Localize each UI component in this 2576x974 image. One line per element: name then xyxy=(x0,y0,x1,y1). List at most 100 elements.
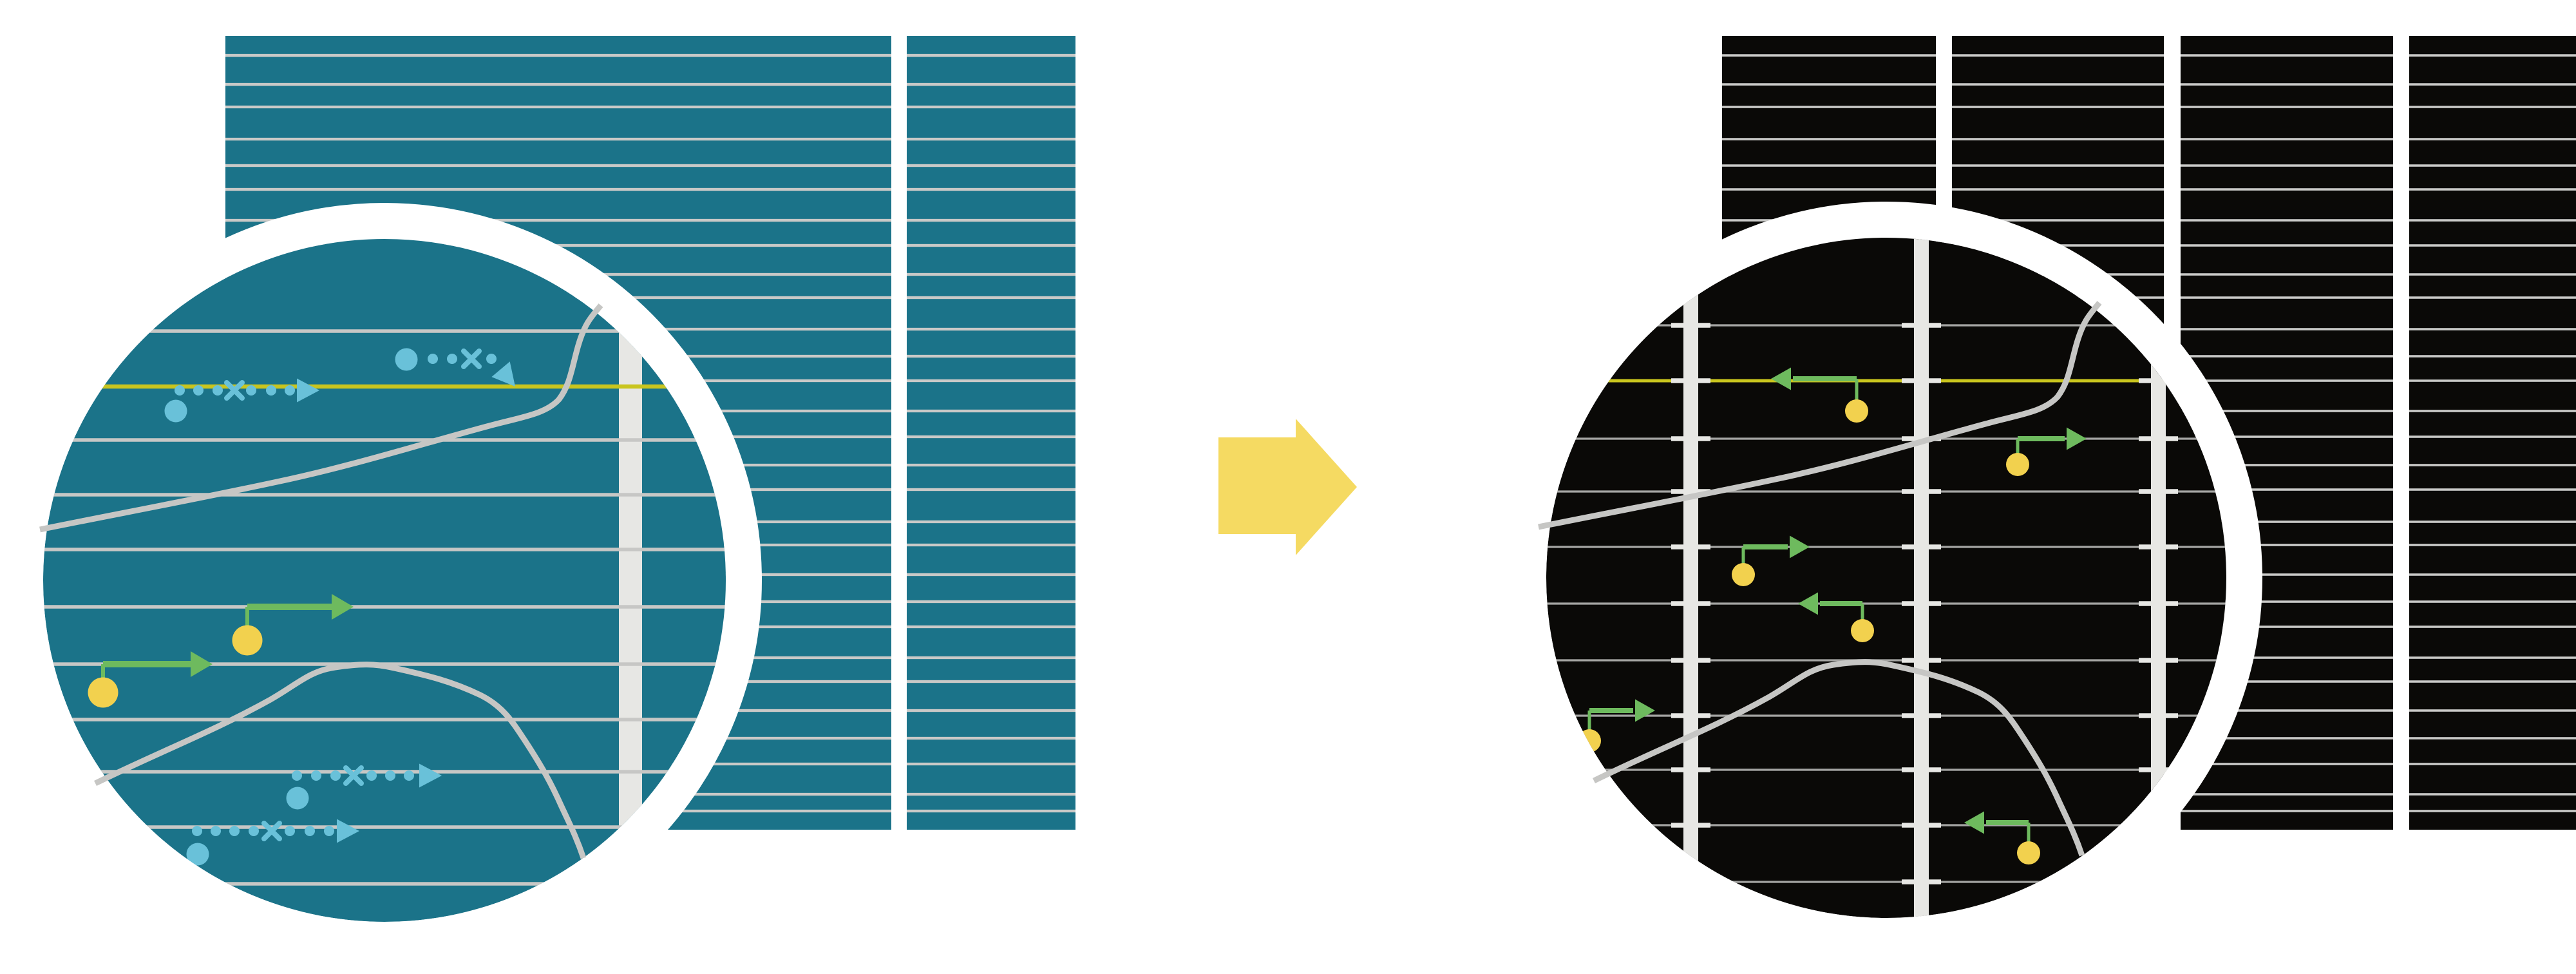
generation-dot xyxy=(2017,841,2040,864)
before-module-finger-line xyxy=(907,709,1075,712)
collection-arrowhead-icon xyxy=(2067,427,2087,450)
before-magnifier-ring xyxy=(7,203,762,958)
electron-trail-dot xyxy=(266,385,276,396)
electron-trail-dot xyxy=(211,826,221,836)
before-module-finger-line xyxy=(907,137,1075,141)
electron-origin-dot xyxy=(395,348,418,371)
electron-trail-dot xyxy=(428,354,438,364)
generation-dot xyxy=(232,625,263,656)
after-magnifier-finger-line xyxy=(1546,490,2226,493)
electron-trail-dot xyxy=(285,826,295,836)
before-module-finger-line xyxy=(907,680,1075,683)
electron-trail-dot xyxy=(285,385,295,396)
before-module-finger-line xyxy=(907,105,1075,109)
collection-arrowhead-icon xyxy=(1790,535,1810,559)
before-module-finger-line xyxy=(225,53,891,57)
blocked-x-icon xyxy=(224,380,245,401)
before-module-finger-line xyxy=(907,736,1075,740)
generation-dot xyxy=(2006,453,2029,476)
electron-trail-dot xyxy=(249,826,259,836)
after-module-finger-line xyxy=(2181,793,2393,796)
after-magnifier-finger-line xyxy=(1546,824,2226,826)
before-magnifier-finger-line xyxy=(43,548,726,551)
after-module-finger-line xyxy=(1722,54,1936,57)
before-module-finger-line xyxy=(907,600,1075,604)
after-module-finger-line xyxy=(2409,544,2576,546)
after-module-finger-line xyxy=(1952,188,2164,191)
after-module-finger-line xyxy=(2181,656,2393,659)
after-module-finger-line xyxy=(2409,573,2576,576)
generation-dot xyxy=(1845,399,1868,423)
collection-arrowhead-icon xyxy=(1771,367,1791,390)
after-module-finger-line xyxy=(2181,219,2393,222)
before-module-finger-line xyxy=(907,244,1075,247)
blocked-x-icon xyxy=(461,349,482,369)
after-magnifier-finger-line xyxy=(1546,714,2226,717)
collection-arrowhead-icon xyxy=(191,651,213,677)
collection-arrow xyxy=(1798,592,1874,642)
after-module-finger-line xyxy=(2181,573,2393,576)
after-module-finger-line xyxy=(1722,188,1936,191)
after-module-finger-line xyxy=(1952,83,2164,86)
before-magnifier-finger-line xyxy=(43,882,726,886)
before-module-finger-line xyxy=(225,164,891,167)
before-module-finger-line xyxy=(907,809,1075,813)
after-magnifier-busbar xyxy=(1683,238,1698,918)
before-magnifier-finger-line xyxy=(43,438,726,442)
after-module-finger-line xyxy=(2409,54,2576,57)
before-magnifier-busbar xyxy=(619,239,642,922)
electron-origin-dot xyxy=(286,787,309,810)
after-module-finger-line xyxy=(2409,709,2576,712)
blocked-electron-path-lower-finger xyxy=(186,819,359,866)
before-module-finger-line xyxy=(907,792,1075,796)
blocked-electron-path-toward-highlighted-finger xyxy=(395,348,515,387)
before-module-finger-line xyxy=(907,435,1075,439)
after-module-finger-line xyxy=(2409,793,2576,796)
collection-arrowhead-icon xyxy=(1798,592,1818,615)
after-module-finger-line xyxy=(1952,164,2164,167)
after-module-finger-line xyxy=(2409,273,2576,276)
after-module-finger-line xyxy=(2181,379,2393,382)
after-module-finger-line xyxy=(2409,83,2576,86)
after-magnifier-finger-line xyxy=(1546,769,2226,771)
before-module-finger-line xyxy=(907,218,1075,222)
before-magnifier-content xyxy=(43,239,726,922)
before-module-finger-line xyxy=(907,762,1075,766)
before-module-finger-line xyxy=(907,488,1075,492)
electron-origin-dot xyxy=(164,399,187,423)
before-magnifier-finger-line xyxy=(43,718,726,721)
after-module-finger-line xyxy=(2181,435,2393,438)
after-magnifier-cell-surface xyxy=(1546,238,2226,918)
electron-trail-dot xyxy=(330,770,341,781)
after-module-finger-line xyxy=(2181,328,2393,330)
electron-arrowhead-icon xyxy=(297,378,319,403)
collection-arrow xyxy=(88,651,213,708)
electron-origin-dot xyxy=(186,843,209,866)
electron-trail-dot xyxy=(385,770,395,781)
before-module-finger-line xyxy=(907,656,1075,660)
electron-trail-dot xyxy=(366,770,377,781)
after-magnifier-finger-line xyxy=(1546,602,2226,605)
before-module-finger-line xyxy=(907,327,1075,331)
after-magnifier-highlighted-finger xyxy=(1546,379,2226,383)
after-module-finger-line xyxy=(2181,83,2393,86)
after-module-finger-line xyxy=(2409,810,2576,812)
after-magnifier-crack-line xyxy=(1593,659,2085,857)
after-magnifier xyxy=(1510,202,2262,954)
after-module-finger-line xyxy=(1952,54,2164,57)
before-magnifier-crack-line xyxy=(94,662,587,859)
before-magnifier-finger-line xyxy=(43,605,726,609)
electron-trail-dot xyxy=(192,826,202,836)
before-magnifier-finger-line xyxy=(43,493,726,497)
after-module-finger-line xyxy=(1952,106,2164,108)
generation-dot xyxy=(1851,619,1874,642)
after-module-finger-line xyxy=(2181,355,2393,358)
after-module-finger-line xyxy=(2409,625,2576,628)
after-module-finger-line xyxy=(2409,355,2576,358)
after-module-finger-line xyxy=(2181,625,2393,628)
collection-arrow xyxy=(1964,811,2040,864)
after-module-finger-line xyxy=(2181,296,2393,299)
collection-arrowhead-icon xyxy=(332,594,354,620)
after-module-finger-line xyxy=(2181,410,2393,412)
